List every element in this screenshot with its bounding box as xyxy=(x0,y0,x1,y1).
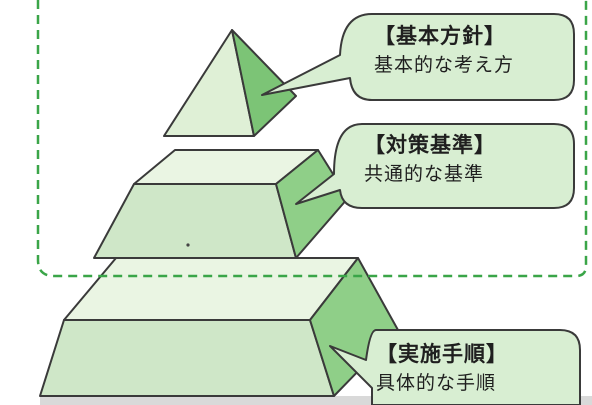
top-tier-label: 【基本方針】 基本的な考え方 xyxy=(374,26,514,75)
middle-tier-subtitle: 共通的な基準 xyxy=(364,163,485,185)
upper-tiers-dashed-border xyxy=(36,0,588,278)
top-tier-subtitle: 基本的な考え方 xyxy=(374,54,515,76)
top-tier-title: 【基本方針】 xyxy=(374,24,506,48)
speck xyxy=(186,243,190,247)
top-tier-callout-bubble xyxy=(261,13,575,101)
middle-tier-callout-bubble xyxy=(295,123,575,209)
bottom-tier-top-face xyxy=(63,257,359,321)
bottom-tier-subtitle: 具体的な手順 xyxy=(376,372,497,394)
bottom-tier-label: 【実施手順】 具体的な手順 xyxy=(376,344,508,393)
middle-tier-title: 【対策基準】 xyxy=(364,133,496,157)
top-tier xyxy=(163,29,297,137)
bottom-tier-front-face xyxy=(39,319,335,397)
top-tier-right-face xyxy=(231,29,297,137)
ground-shadow xyxy=(40,396,592,405)
bottom-tier-callout-bubble xyxy=(329,329,581,405)
bottom-tier-title: 【実施手順】 xyxy=(376,342,508,366)
middle-tier-label: 【対策基準】 共通的な基準 xyxy=(364,135,496,184)
bottom-tier xyxy=(39,257,399,397)
middle-tier xyxy=(93,149,349,259)
middle-tier-front-face xyxy=(93,183,297,259)
